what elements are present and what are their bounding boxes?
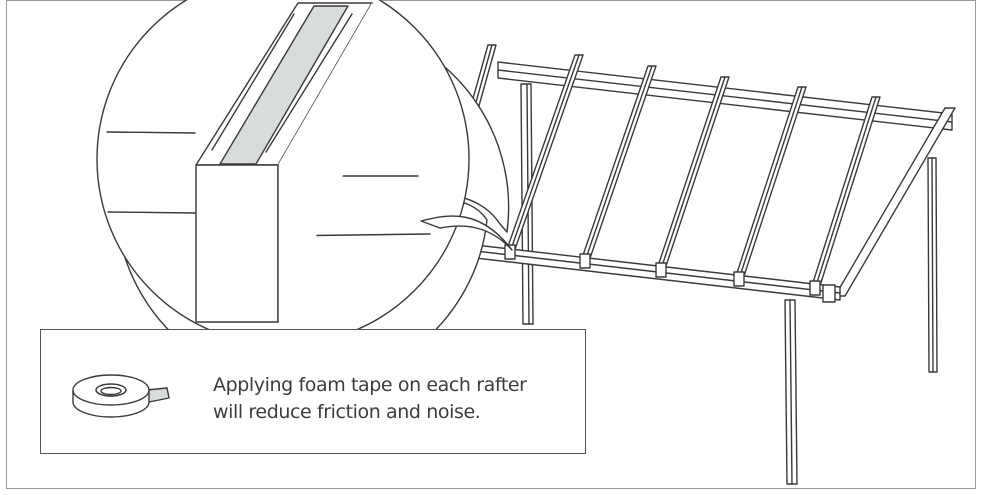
callout-line-1: Applying foam tape on each rafter xyxy=(213,374,527,396)
callout-line-2: will reduce friction and noise. xyxy=(213,401,481,423)
detail-rafter xyxy=(106,2,431,323)
foam-tape-strip xyxy=(219,5,349,165)
foam-tape-roll-icon xyxy=(72,374,170,418)
right-beam xyxy=(834,107,956,297)
callout-text: Applying foam tape on each rafter will r… xyxy=(213,372,573,426)
front-beam xyxy=(431,235,841,303)
info-callout: Applying foam tape on each rafter will r… xyxy=(40,329,586,454)
